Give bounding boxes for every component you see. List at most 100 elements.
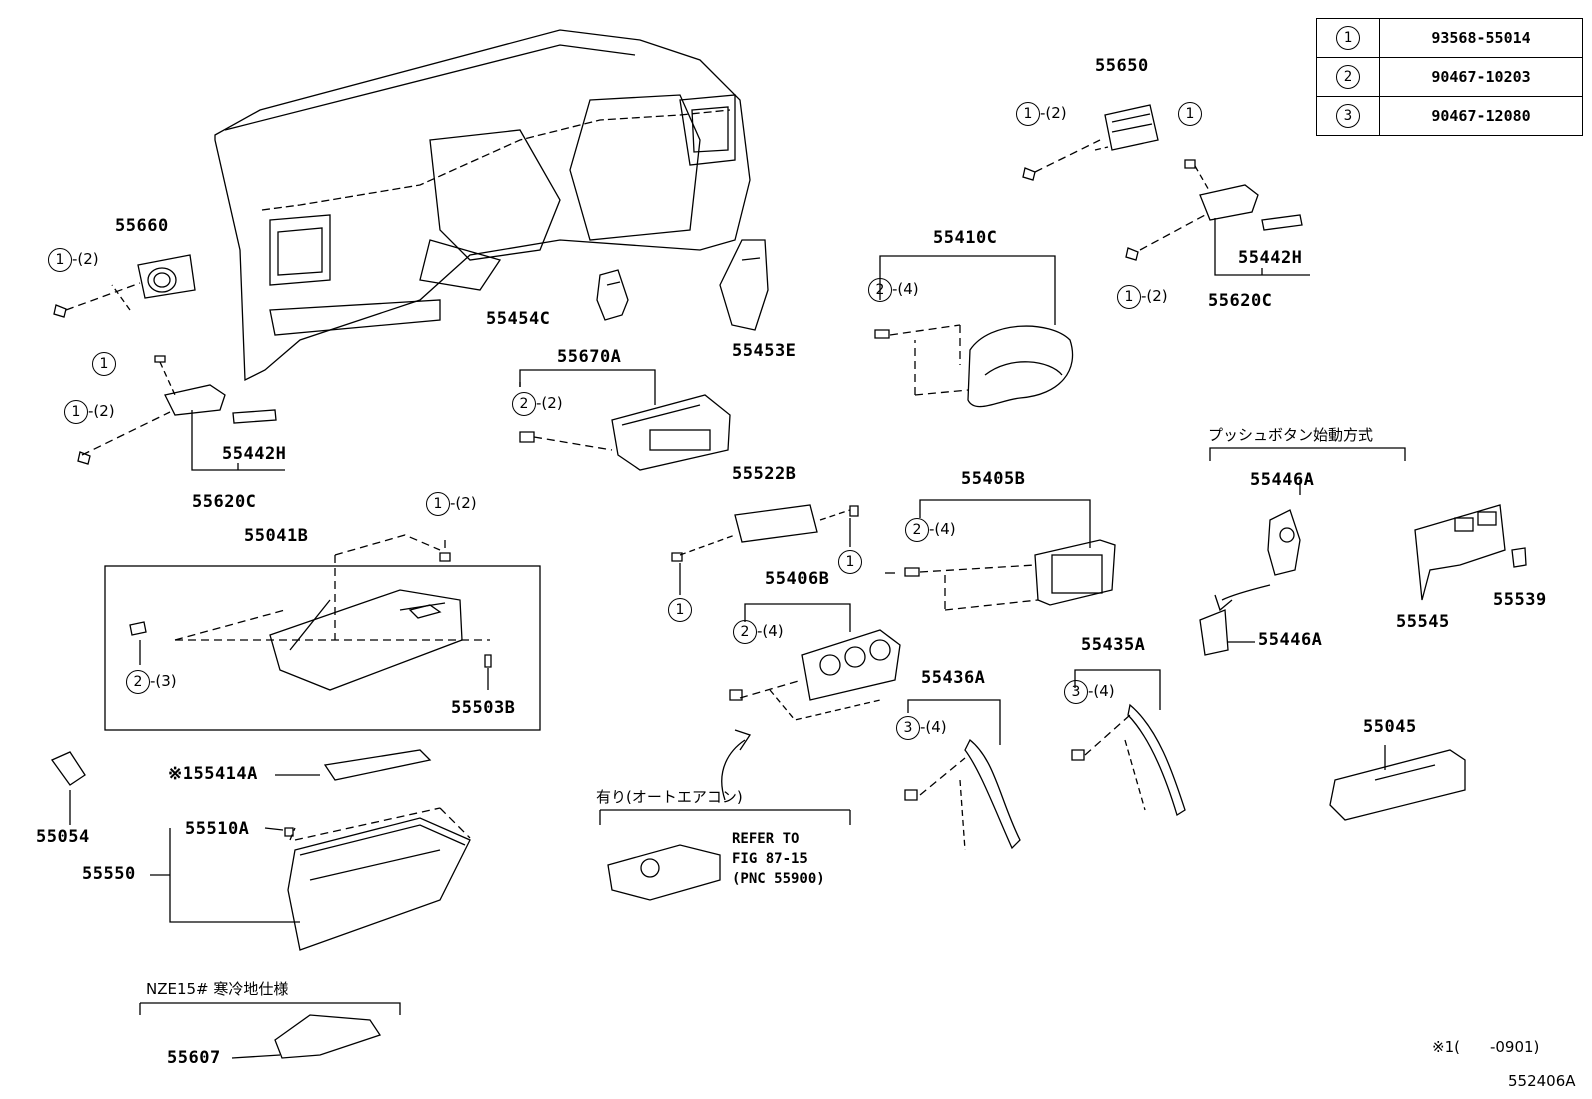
callout-qty: -(4) (892, 280, 919, 298)
note-cold-region: NZE15# 寒冷地仕様 (146, 980, 289, 998)
part-55041b (104, 534, 541, 731)
legend-mark: 3 (1336, 104, 1360, 128)
refer-line-2: FIG 87-15 (732, 851, 808, 867)
part-label-55454c: 55454C (486, 309, 551, 329)
callout-mark: 1 (92, 352, 116, 376)
callout: 1-(2) (64, 400, 115, 424)
part-label-55510a: 55510A (185, 819, 250, 839)
refer-line-3: (PNC 55900) (732, 871, 825, 887)
part-55522b (671, 504, 859, 595)
part-55436a (904, 699, 1021, 851)
callout: 2-(4) (868, 278, 919, 302)
callout-mark: 1 (64, 400, 88, 424)
callout-mark: 2 (733, 620, 757, 644)
callout-mark: 1 (838, 550, 862, 574)
callout: 2-(4) (905, 518, 956, 542)
part-55620c-left (77, 355, 285, 471)
part-label-55414a: ※155414A (168, 764, 258, 784)
callout: 1 (668, 598, 692, 622)
part-auto-aircon-panel (599, 809, 851, 901)
callout-mark: 1 (668, 598, 692, 622)
part-label-55406b: 55406B (765, 569, 830, 589)
part-label-55660: 55660 (115, 216, 169, 236)
callout-mark: 1 (1178, 102, 1202, 126)
part-label-55442h-right: 55442H (1238, 248, 1303, 268)
part-label-55620c-right: 55620C (1208, 291, 1273, 311)
part-55660-vent (53, 254, 196, 318)
part-55405b (904, 499, 1116, 611)
footnote: ※1( -0901) (1432, 1038, 1540, 1056)
part-label-55041b: 55041B (244, 526, 309, 546)
callout-mark: 1 (48, 248, 72, 272)
part-label-55650: 55650 (1095, 56, 1149, 76)
part-label-55410c: 55410C (933, 228, 998, 248)
callout-mark: 2 (868, 278, 892, 302)
part-label-55442h-left: 55442H (222, 444, 287, 464)
callout: 1-(2) (426, 492, 477, 516)
instrument-panel-body (214, 29, 751, 382)
part-label-55436a: 55436A (921, 668, 986, 688)
legend-part-number: 90467-10203 (1379, 57, 1583, 97)
part-55414a (275, 749, 432, 781)
callout-qty: -(2) (536, 394, 563, 412)
part-55670a (519, 369, 731, 471)
callout-qty: -(2) (72, 250, 99, 268)
callout: 2-(2) (512, 392, 563, 416)
part-label-55607: 55607 (167, 1048, 221, 1068)
callout: 2-(4) (733, 620, 784, 644)
part-label-55045: 55045 (1363, 717, 1417, 737)
part-label-55405b: 55405B (961, 469, 1026, 489)
part-label-55670a: 55670A (557, 347, 622, 367)
callout-mark: 3 (1064, 680, 1088, 704)
callout-qty: -(4) (757, 622, 784, 640)
part-55435a (1071, 669, 1186, 817)
callout: 3-(4) (1064, 680, 1115, 704)
part-55620c-right (1125, 159, 1310, 276)
note-push-button: プッシュボタン始動方式 (1208, 426, 1374, 444)
callout-mark: 1 (1117, 285, 1141, 309)
part-label-55503b: 55503B (451, 698, 516, 718)
figure-code: 552406A (1508, 1072, 1576, 1090)
part-label-55446a-bottom: 55446A (1258, 630, 1323, 650)
callout: 1-(2) (1117, 285, 1168, 309)
callout-mark: 1 (426, 492, 450, 516)
callout: 1 (92, 352, 116, 376)
callout-mark: 1 (1016, 102, 1040, 126)
callout: 1-(2) (48, 248, 99, 272)
callout-qty: -(2) (450, 494, 477, 512)
legend-row: 1 93568-55014 (1316, 18, 1583, 58)
part-55650-vent (1022, 104, 1159, 181)
refer-line-1: REFER TO (732, 831, 800, 847)
part-55406b (729, 603, 901, 721)
legend-mark: 2 (1336, 65, 1360, 89)
part-55453e (719, 239, 769, 331)
part-label-55453e: 55453E (732, 341, 797, 361)
part-55607 (139, 1002, 401, 1059)
part-label-55446a-top: 55446A (1250, 470, 1315, 490)
callout-mark: 3 (896, 716, 920, 740)
callout-qty: -(2) (1040, 104, 1067, 122)
part-55054 (51, 751, 86, 825)
part-label-55550: 55550 (82, 864, 136, 884)
legend-part-number: 90467-12080 (1379, 96, 1583, 136)
part-label-55435a: 55435A (1081, 635, 1146, 655)
part-label-55539: 55539 (1493, 590, 1547, 610)
part-label-55054: 55054 (36, 827, 90, 847)
callout-qty: -(3) (150, 672, 177, 690)
callout-qty: -(2) (1141, 287, 1168, 305)
part-55550 (150, 807, 471, 951)
parts-legend-table: 1 93568-55014 2 90467-10203 3 90467-1208… (1316, 18, 1583, 136)
callout: 1-(2) (1016, 102, 1067, 126)
legend-mark: 1 (1336, 26, 1360, 50)
part-55454c (596, 269, 629, 321)
callout-qty: -(4) (929, 520, 956, 538)
callout: 1 (1178, 102, 1202, 126)
part-label-55620c-left: 55620C (192, 492, 257, 512)
callout-qty: -(2) (88, 402, 115, 420)
callout-qty: -(4) (1088, 682, 1115, 700)
callout: 2-(3) (126, 670, 177, 694)
callout: 3-(4) (896, 716, 947, 740)
part-55545 (1414, 504, 1527, 601)
legend-part-number: 93568-55014 (1379, 18, 1583, 58)
